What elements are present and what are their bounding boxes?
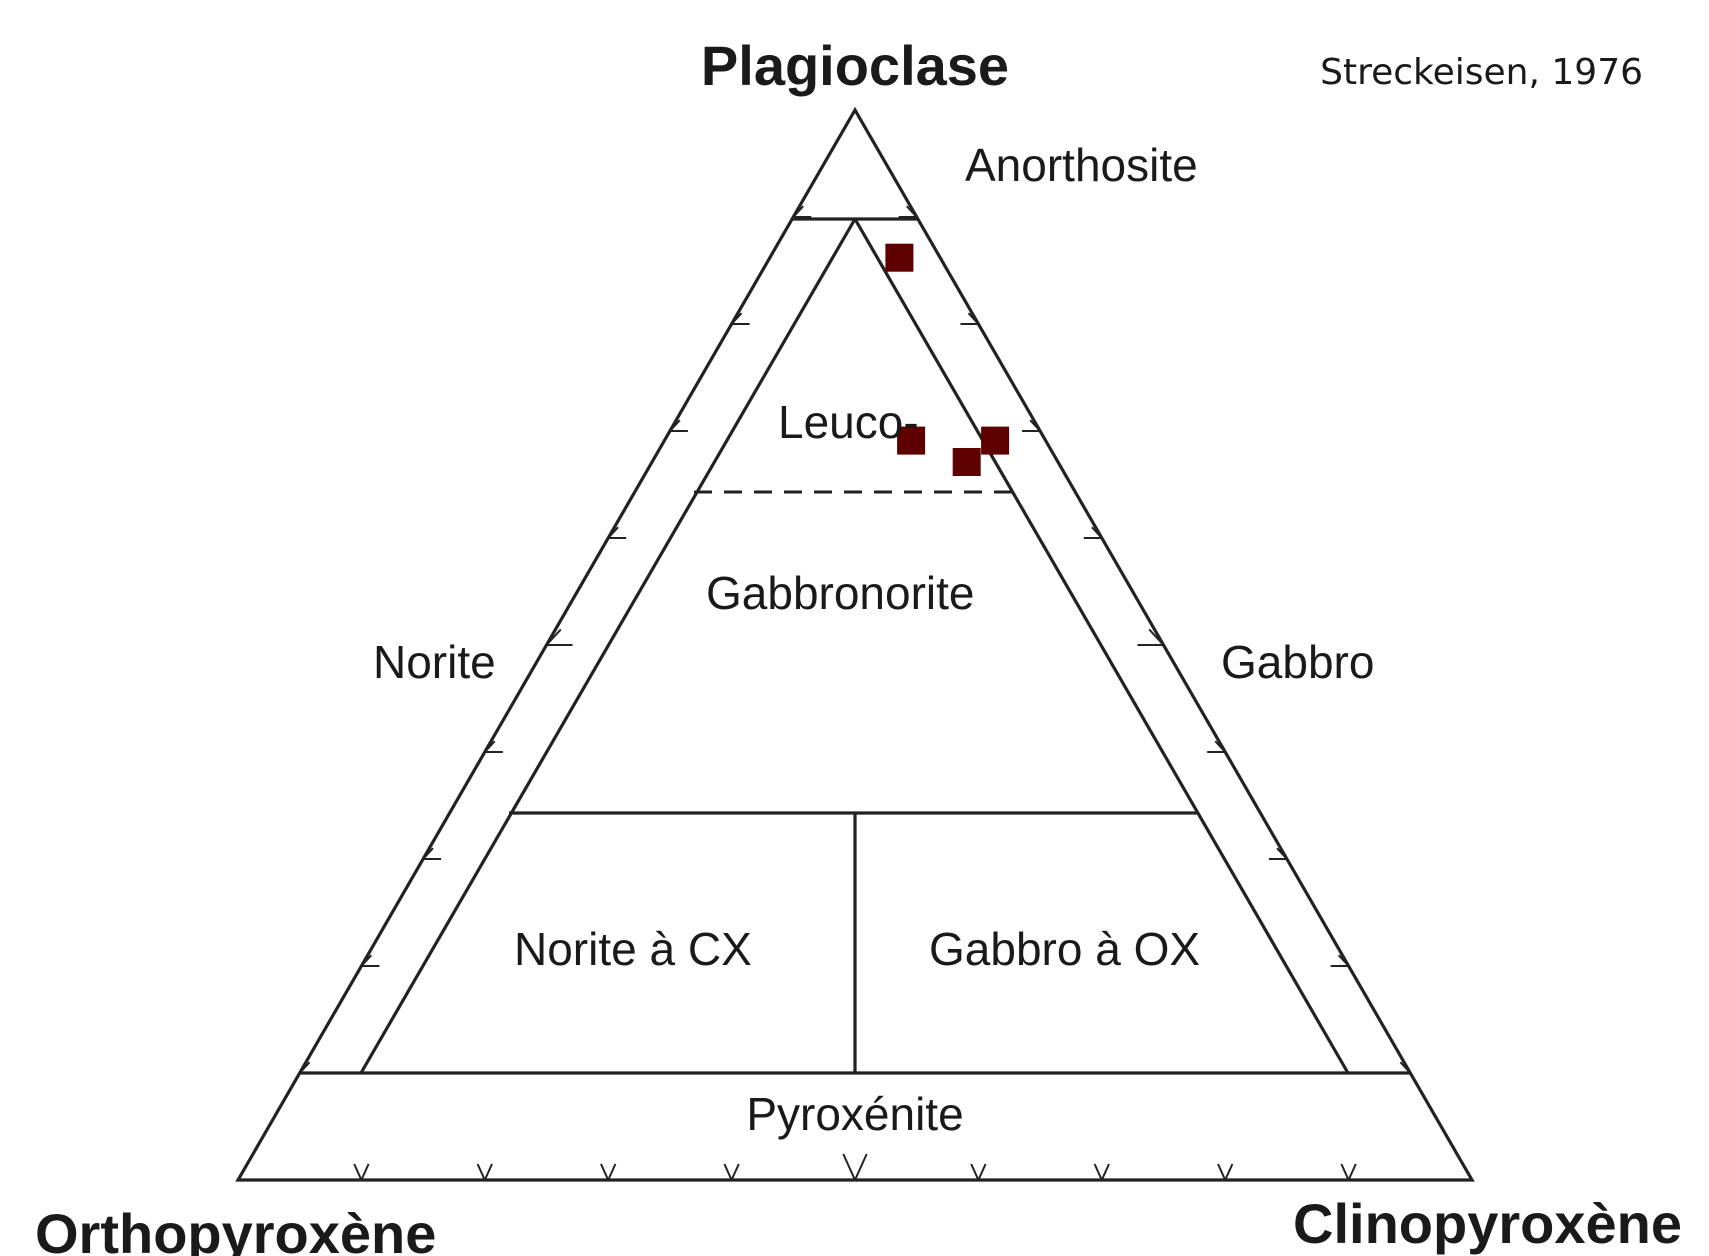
axis-tick [1100, 1163, 1110, 1181]
axis-tick [1340, 1163, 1350, 1181]
apex-label-plagioclase: Plagioclase [701, 34, 1009, 97]
axis-ticks [298, 205, 1412, 1181]
axis-tick [360, 954, 373, 967]
sample-point [897, 426, 926, 455]
field-label-norite-cx: Norite à CX [514, 923, 752, 975]
field-label-norite: Norite [373, 636, 496, 688]
axis-tick [970, 1163, 980, 1181]
field-label-gabbronorite: Gabbronorite [706, 567, 975, 619]
axis-tick [545, 628, 562, 646]
axis-tick [600, 1163, 610, 1181]
field-label-leuco: Leuco- [778, 396, 919, 448]
axis-tick [669, 419, 681, 432]
axis-tick [1337, 954, 1350, 967]
axis-tick [730, 312, 743, 325]
axis-tick [967, 312, 980, 325]
axis-tick [422, 847, 434, 860]
axis-tick [1217, 1163, 1227, 1181]
field-label-gabbro: Gabbro [1221, 636, 1374, 688]
sample-point [952, 448, 981, 476]
inner-left-boundary [359, 218, 857, 1074]
axis-tick [1224, 1163, 1234, 1181]
axis-tick [854, 1153, 868, 1181]
axis-tick [977, 1163, 987, 1181]
sample-points [885, 243, 1010, 476]
axis-tick [483, 1163, 493, 1181]
axis-tick [607, 1163, 617, 1181]
sample-point [885, 243, 914, 272]
citation-label: Streckeisen, 1976 [1320, 52, 1643, 93]
axis-tick [906, 205, 918, 218]
apex-label-orthopyroxene: Orthopyroxène [35, 1202, 436, 1256]
axis-tick [1029, 419, 1041, 432]
axis-tick [353, 1163, 363, 1181]
axis-tick [476, 1163, 486, 1181]
axis-tick [1214, 740, 1226, 753]
inner-right-boundary [853, 218, 1350, 1074]
axis-tick [1399, 1061, 1412, 1074]
axis-tick [484, 740, 496, 753]
axis-tick [1276, 847, 1288, 860]
axis-tick [607, 526, 619, 539]
apex-label-clinopyroxene: Clinopyroxène [1293, 1192, 1682, 1255]
field-label-gabbro-ox: Gabbro à OX [929, 923, 1200, 975]
axis-tick [298, 1061, 311, 1074]
field-label-anorthosite: Anorthosite [965, 139, 1198, 191]
axis-tick [1148, 628, 1165, 646]
field-label-pyroxenite: Pyroxénite [746, 1088, 963, 1140]
axis-tick [730, 1163, 740, 1181]
axis-tick [723, 1163, 733, 1181]
axis-tick [792, 205, 804, 218]
axis-tick [360, 1163, 370, 1181]
axis-tick [1347, 1163, 1357, 1181]
axis-tick [1093, 1163, 1103, 1181]
sample-point [981, 426, 1010, 455]
axis-tick [1091, 526, 1103, 539]
axis-tick [842, 1153, 856, 1181]
